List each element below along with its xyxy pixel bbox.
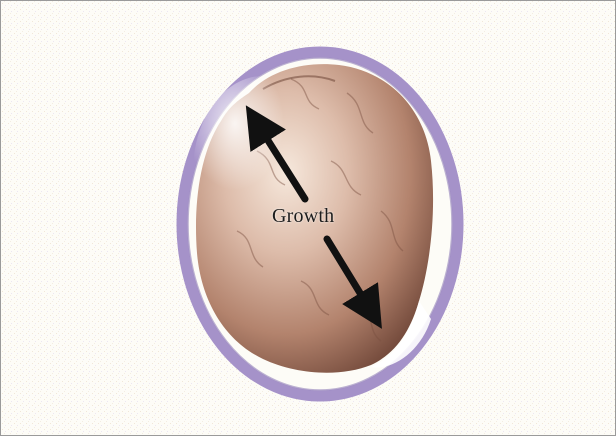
growth-label: Growth xyxy=(272,204,334,228)
brain-highlight xyxy=(193,76,333,266)
